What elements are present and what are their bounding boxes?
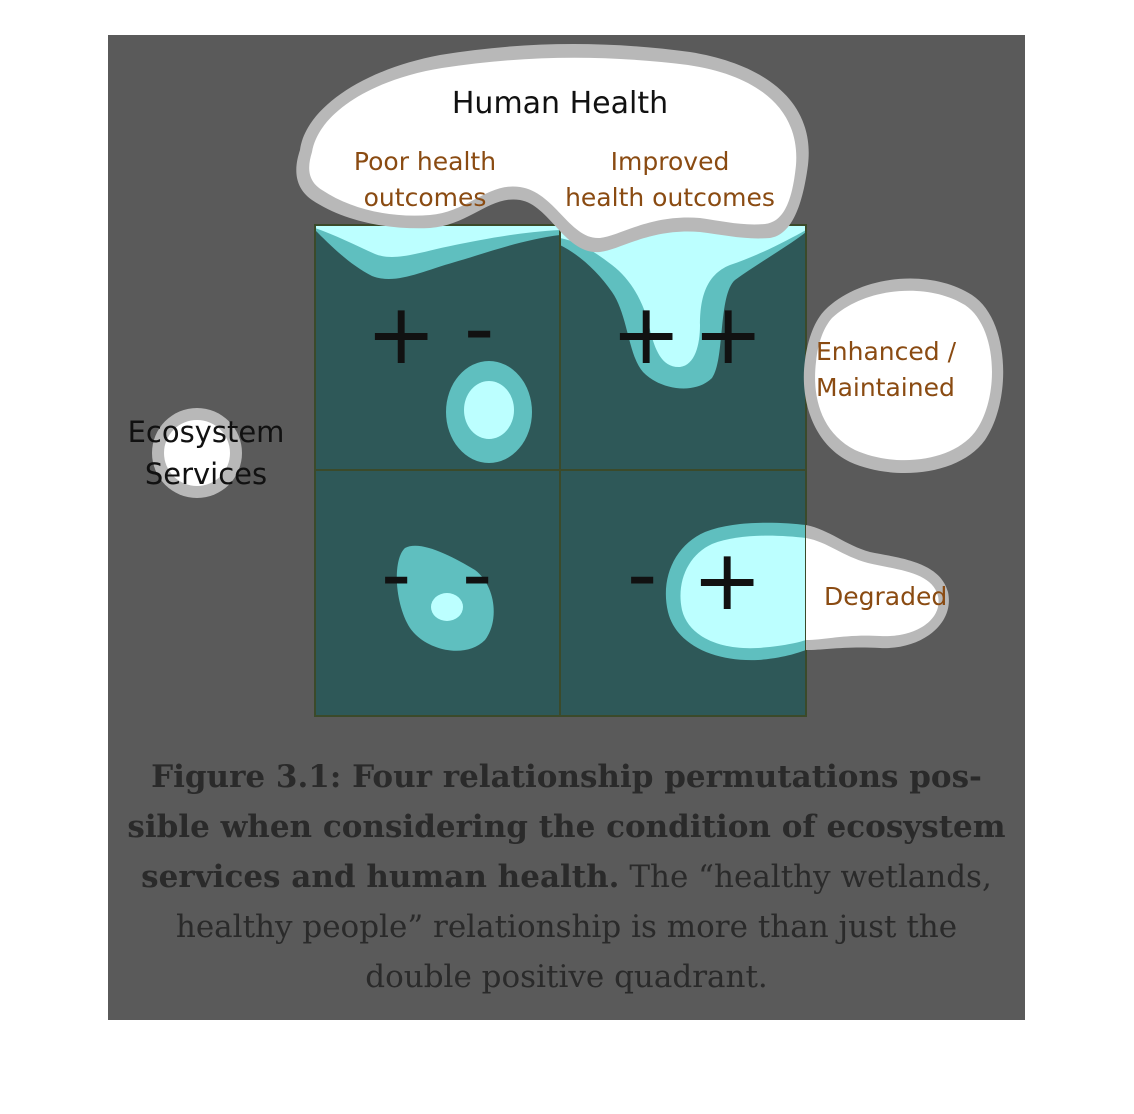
quadrant-bottom-left-sign-2: - — [462, 525, 493, 623]
quadrant-top-right-sign-1: + — [611, 285, 682, 383]
blob-plus-minus-inner — [464, 381, 514, 439]
degraded-label: Degraded — [824, 582, 948, 611]
ecosystem-services-line-2: Services — [144, 457, 268, 491]
enhanced-bubble — [815, 290, 992, 461]
improved-health-label-line-2: health outcomes — [565, 183, 775, 212]
degraded-bubble — [806, 538, 939, 640]
quadrant-bottom-left-sign-1: - — [381, 525, 412, 623]
health-drip-right-inner — [560, 225, 806, 368]
improved-health-label: Improved health outcomes — [555, 144, 785, 216]
caption-line-5: double positive quadrant. — [365, 959, 768, 995]
improved-health-label-line-1: Improved — [610, 147, 730, 176]
caption-bold-line-1: Figure 3.1: Four relationship permutatio… — [151, 759, 982, 795]
quadrant-bottom-right-sign-1: - — [627, 525, 658, 623]
enhanced-label-line-1: Enhanced / — [816, 337, 957, 366]
caption-normal-line-3: The “healthy wetlands, — [619, 859, 992, 895]
enhanced-maintained-label: Enhanced / Maintained — [816, 334, 956, 406]
caption-line-4: healthy people” relationship is more tha… — [175, 909, 958, 945]
health-drip-left-inner — [315, 225, 560, 257]
blob-minus-minus-inner — [431, 593, 463, 621]
quadrant-bottom-right-sign-2: + — [692, 531, 763, 629]
quadrant-top-right-sign-2: + — [693, 285, 764, 383]
poor-health-label-line-1: Poor health — [353, 147, 497, 176]
blob-minus-plus-inner — [680, 535, 806, 649]
caption-bold-line-3: services and human health. — [141, 859, 620, 895]
ecosystem-bubble — [164, 420, 230, 486]
caption-line-2: sible when considering the condition of … — [108, 802, 1025, 852]
poor-health-label-line-2: outcomes — [363, 183, 487, 212]
quadrant-top-left-sign-2: - — [464, 279, 495, 377]
poor-health-label: Poor health outcomes — [320, 144, 530, 216]
caption-line-3: services and human health. The “healthy … — [108, 852, 1025, 902]
caption-bold-line-2: sible when considering the condition of … — [127, 809, 1006, 845]
human-health-title: Human Health — [451, 86, 669, 121]
quadrant-top-left-sign-1: + — [366, 285, 437, 383]
enhanced-label-line-2: Maintained — [816, 373, 955, 402]
ecosystem-services-label: Ecosystem Services — [116, 411, 296, 495]
caption-line-1: Figure 3.1: Four relationship permutatio… — [108, 752, 1025, 802]
ecosystem-services-line-1: Ecosystem — [127, 415, 285, 449]
human-health-bubble — [309, 57, 797, 239]
figure-caption: Figure 3.1: Four relationship permutatio… — [108, 752, 1025, 1002]
